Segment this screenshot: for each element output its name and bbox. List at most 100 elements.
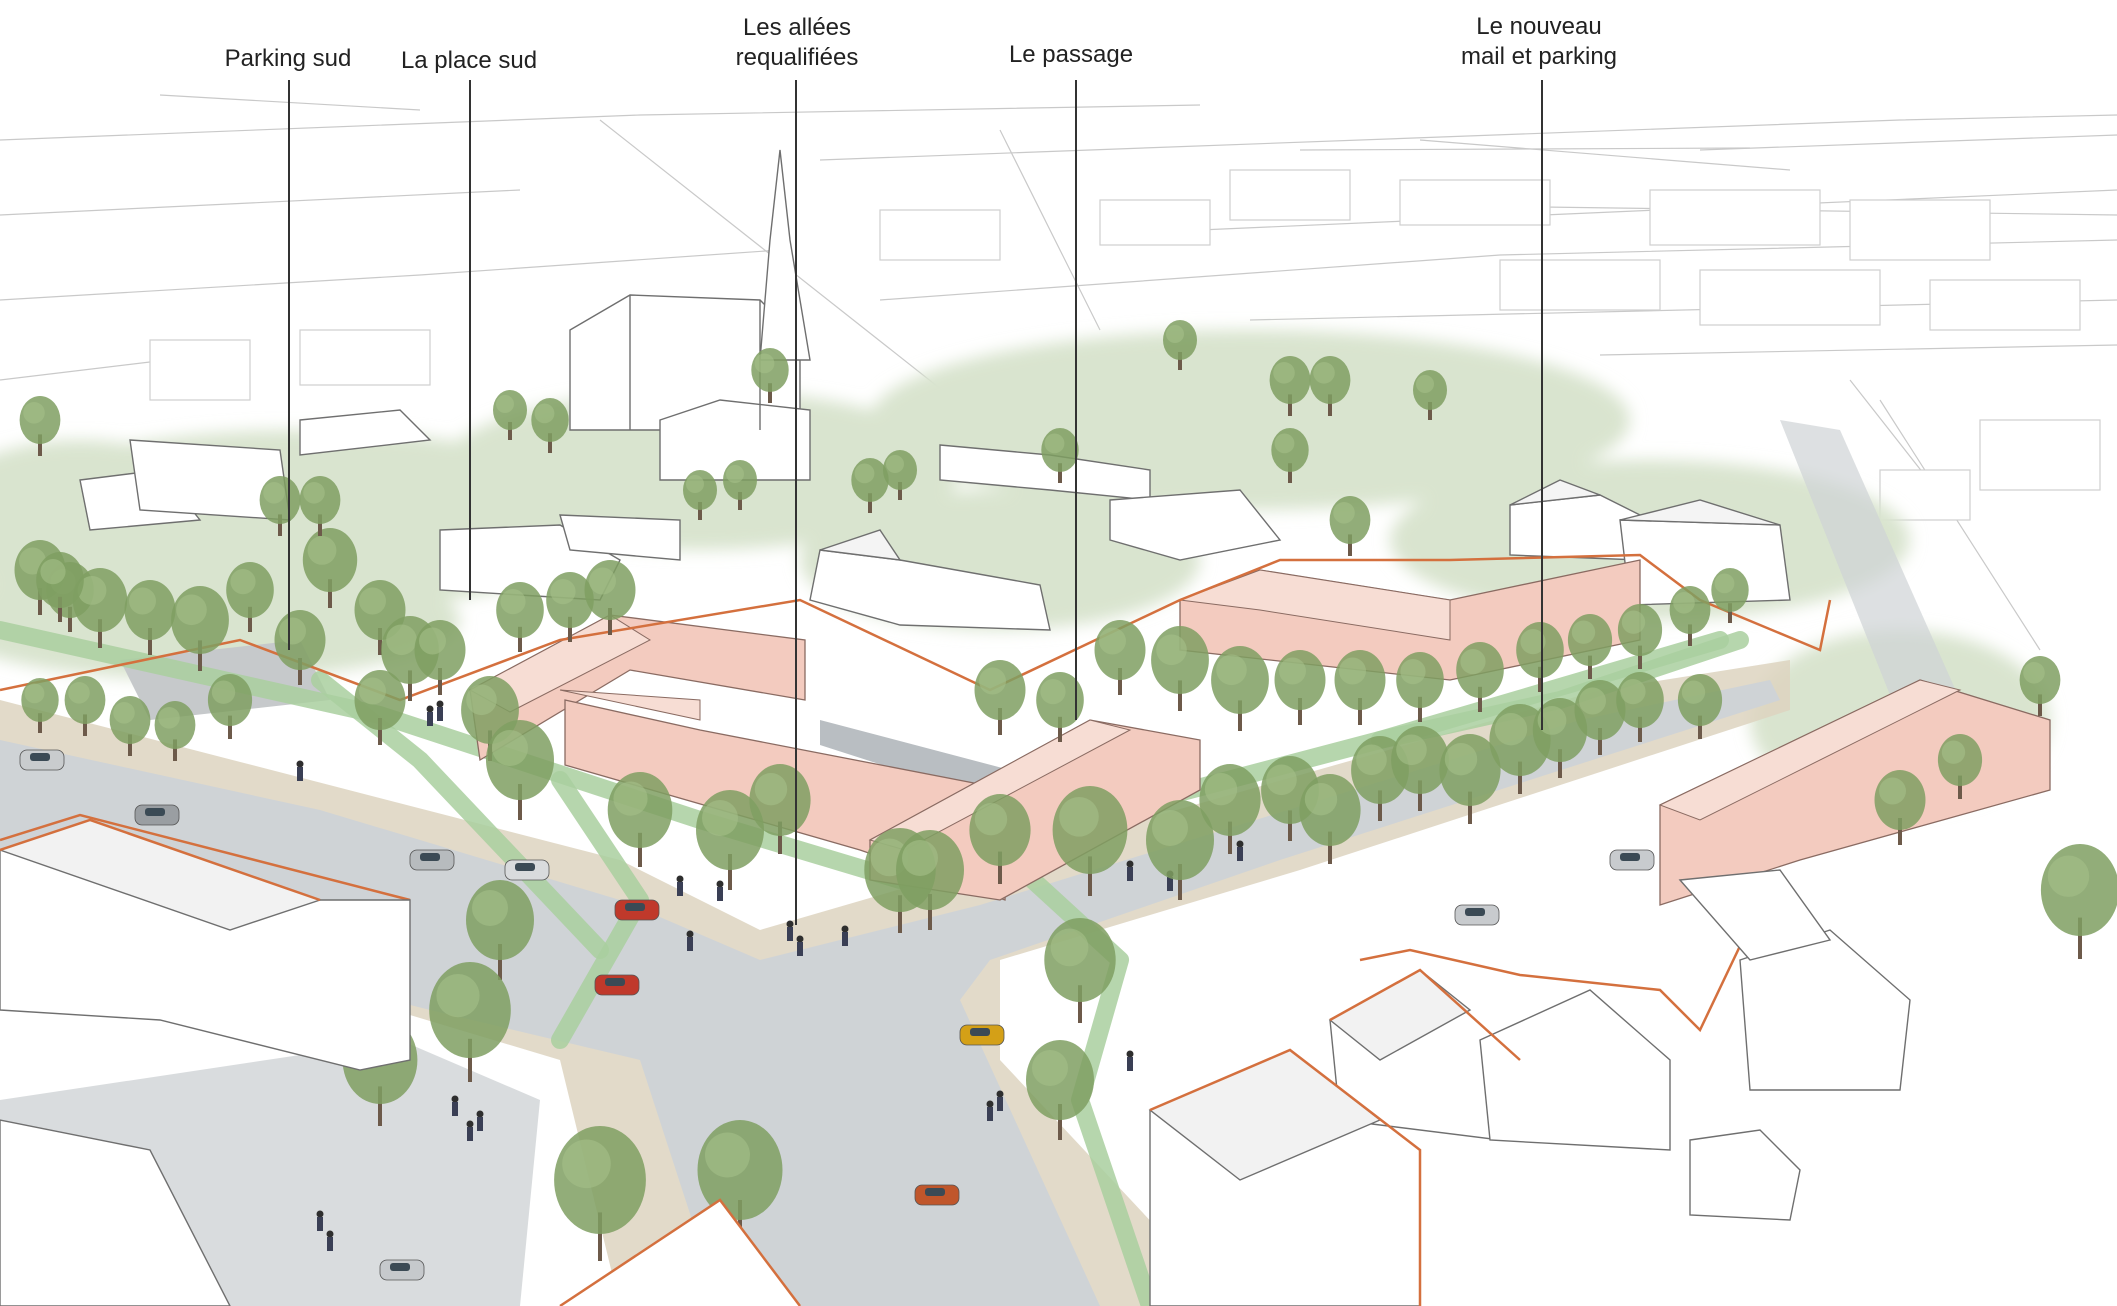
tree-trunk <box>248 606 252 632</box>
tree-highlight <box>702 800 738 836</box>
tree-trunk <box>378 628 382 655</box>
pedestrian <box>1127 867 1133 881</box>
tree-trunk <box>2078 917 2082 959</box>
tree-trunk <box>1178 864 1182 900</box>
tree-trunk <box>1728 603 1732 623</box>
tree-trunk <box>778 821 782 854</box>
tree-trunk <box>38 434 42 456</box>
background-building <box>1499 259 1661 311</box>
tree-highlight <box>1339 657 1366 685</box>
car-window <box>30 753 50 761</box>
site-outline <box>0 813 411 902</box>
tree-trunk <box>1058 1104 1062 1140</box>
sketch-line <box>1879 399 2041 651</box>
tree-trunk <box>378 718 382 745</box>
tree-highlight <box>686 475 704 493</box>
tree-highlight <box>211 680 236 704</box>
tree-highlight <box>1714 573 1735 594</box>
cars <box>19 749 1655 1281</box>
tree-highlight <box>2023 662 2045 684</box>
pedestrian <box>1167 877 1173 891</box>
tree-trunk <box>928 894 932 930</box>
sketch-line <box>159 94 421 111</box>
parking-lot <box>820 720 1010 790</box>
greenway-path <box>991 841 1159 1306</box>
tree-highlight <box>1279 657 1306 685</box>
tree-trunk <box>1378 790 1382 821</box>
tree-highlight <box>1166 325 1184 343</box>
tree-trunk <box>408 670 412 701</box>
background-building <box>1649 189 1821 246</box>
tree-highlight <box>1333 502 1355 524</box>
tree-highlight <box>496 395 514 413</box>
tree-trunk <box>1688 624 1692 646</box>
pedestrian <box>717 887 723 901</box>
tree-highlight <box>1032 1050 1068 1086</box>
tree-highlight <box>1520 629 1546 655</box>
tree-highlight <box>1044 433 1065 454</box>
tree-highlight <box>472 890 508 926</box>
tree-highlight <box>1313 362 1335 384</box>
tree-highlight <box>230 569 256 595</box>
tree-trunk <box>1428 402 1432 420</box>
church-annex <box>659 399 811 481</box>
tree-highlight <box>1571 620 1596 644</box>
pedestrian <box>317 1217 323 1231</box>
tree-trunk <box>1558 749 1562 778</box>
tree-trunk <box>1328 831 1332 864</box>
church-spire <box>759 149 811 361</box>
tree-trunk <box>468 1038 472 1082</box>
tree-trunk <box>278 514 282 536</box>
tree-trunk <box>1178 352 1182 370</box>
foreground-outline <box>1149 1048 1422 1306</box>
pedestrian-head <box>996 1090 1004 1098</box>
tree-highlight <box>1879 777 1906 805</box>
car-window <box>390 1263 410 1271</box>
tree-highlight <box>500 589 526 615</box>
background-building <box>1879 469 1971 521</box>
background-building <box>1099 199 1211 246</box>
tree-trunk <box>998 708 1002 735</box>
sketch-line <box>1299 147 1751 151</box>
tree-highlight <box>534 403 555 424</box>
pedestrian-head <box>436 700 444 708</box>
sketch-line <box>0 249 781 301</box>
tree-trunk <box>318 514 322 536</box>
tree-highlight <box>23 402 45 424</box>
pedestrian-head <box>986 1100 994 1108</box>
tree-highlight <box>1494 713 1528 746</box>
tree-highlight <box>1274 433 1295 454</box>
tree-trunk <box>518 626 522 652</box>
background-building <box>1979 419 2101 491</box>
tree-trunk <box>378 1086 382 1126</box>
foreground-building <box>0 1119 231 1306</box>
tree-highlight <box>1673 592 1695 614</box>
tree-trunk <box>1478 686 1482 712</box>
tree-highlight <box>1204 773 1238 806</box>
pedestrian-head <box>316 1210 324 1218</box>
leader-line-place-sud <box>469 80 471 600</box>
tree-trunk <box>1588 655 1592 679</box>
tree-highlight <box>974 803 1008 836</box>
pedestrian <box>677 882 683 896</box>
road-surface-east <box>1780 420 1960 720</box>
sketch-line <box>819 114 2117 161</box>
tree-highlight <box>2047 855 2090 897</box>
tree-highlight <box>754 353 775 374</box>
pedestrian-head <box>1126 860 1134 868</box>
tree-trunk <box>568 616 572 642</box>
tree-trunk <box>768 383 772 403</box>
tree-highlight <box>1273 362 1295 384</box>
tree-trunk <box>1058 463 1062 483</box>
tree-highlight <box>1579 687 1606 715</box>
background-city-sketch <box>0 94 2117 651</box>
tree-highlight <box>1396 734 1427 766</box>
background-building <box>1399 179 1551 226</box>
trees <box>14 320 2117 1261</box>
leader-line-parking-sud <box>288 80 290 650</box>
tree-highlight <box>1620 679 1646 705</box>
tree-trunk <box>1418 780 1422 811</box>
tree-highlight <box>1304 783 1338 816</box>
tree-trunk <box>898 895 902 933</box>
